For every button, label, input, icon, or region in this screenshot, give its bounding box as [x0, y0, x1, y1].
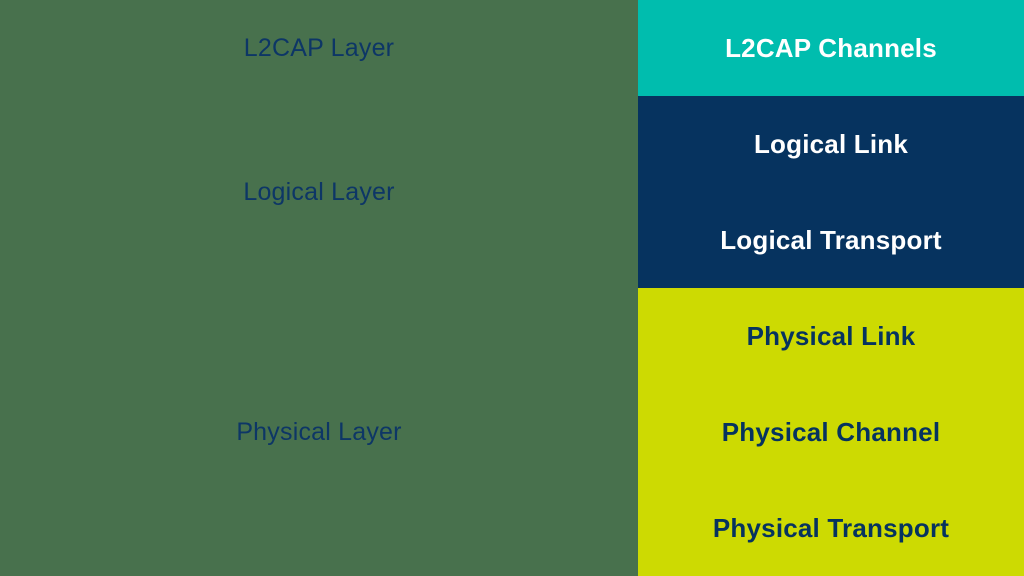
layer-label-physical: Physical Layer	[236, 417, 402, 446]
block-item-physical-channel: Physical Channel	[721, 416, 941, 447]
layer-label-logical: Logical Layer	[243, 177, 395, 206]
physical-layer-block: Physical Link Physical Channel Physical …	[638, 288, 1024, 576]
layer-zone-physical: Physical Layer	[0, 288, 638, 576]
block-item-physical-transport: Physical Transport	[712, 512, 950, 543]
l2cap-layer-block: L2CAP Channels	[638, 0, 1024, 96]
architecture-stack: L2CAP Channels Logical Link Logical Tran…	[638, 0, 1024, 576]
block-item-logical-transport: Logical Transport	[720, 224, 942, 255]
block-item-physical-link: Physical Link	[746, 320, 916, 351]
layer-label-l2cap: L2CAP Layer	[243, 33, 395, 62]
layer-zone-l2cap: L2CAP Layer	[0, 0, 638, 96]
block-item-logical-link: Logical Link	[753, 128, 909, 159]
layer-labels-column: L2CAP Layer Logical Layer Physical Layer	[0, 0, 638, 576]
layer-zone-logical: Logical Layer	[0, 96, 638, 288]
block-item-l2cap-channels: L2CAP Channels	[725, 32, 937, 63]
logical-layer-block: Logical Link Logical Transport	[638, 96, 1024, 288]
